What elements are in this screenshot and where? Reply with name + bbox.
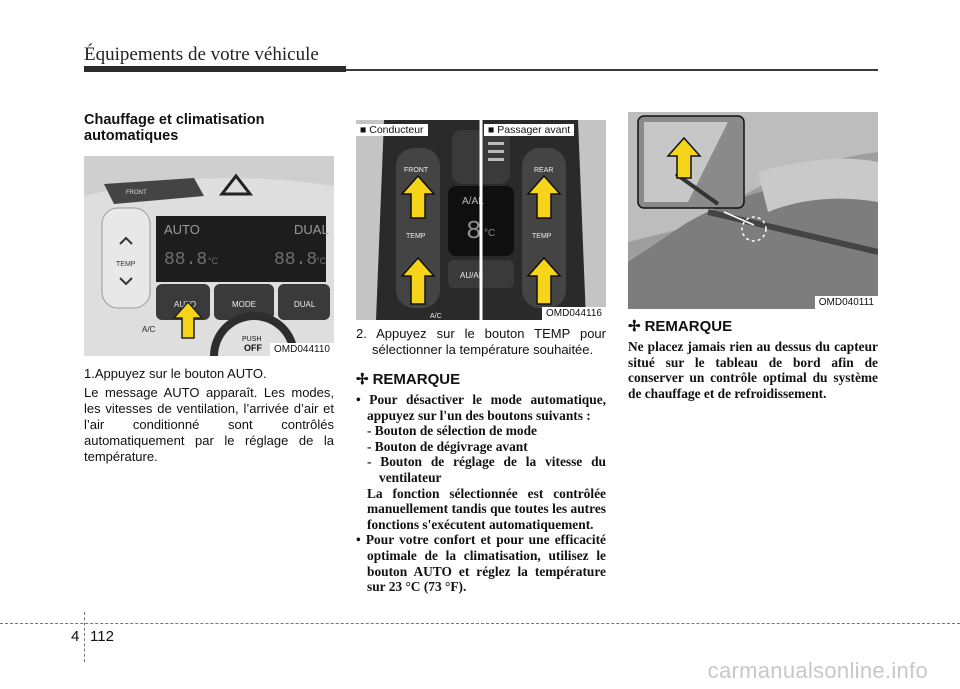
dashboard-sensor-illustration bbox=[628, 112, 878, 309]
display-unit-left: °C bbox=[208, 256, 219, 266]
note-title-text: REMARQUE bbox=[644, 317, 733, 335]
step-1-text: 1.Appuyez sur le bouton AUTO. bbox=[84, 366, 267, 381]
note-title-text: REMARQUE bbox=[372, 370, 461, 388]
ac-label: A/C bbox=[430, 313, 442, 320]
display-temp-left: 88.8 bbox=[164, 250, 207, 270]
section-heading: Chauffage et climatisation automatiques bbox=[84, 112, 265, 144]
column-3: OMD040111 ✢ REMARQUE Ne placez jamais ri… bbox=[628, 112, 878, 401]
footer-divider bbox=[84, 612, 85, 662]
front-label: FRONT bbox=[404, 167, 429, 174]
push-label: PUSH bbox=[242, 336, 261, 343]
climate-panel-illustration: FRONT TEMP AUTO DUAL 88.8 °C 88.8 °C AUT… bbox=[84, 156, 334, 356]
display-auto: AUTO bbox=[164, 222, 200, 237]
sensor-note-text: Ne placez jamais rien au dessus du capte… bbox=[628, 339, 878, 401]
temp-left-label: TEMP bbox=[406, 233, 426, 240]
off-label: OFF bbox=[244, 343, 262, 353]
note-sub-2: - Bouton de dégivrage avant bbox=[367, 438, 528, 454]
dual-button-label: DUAL bbox=[294, 300, 316, 309]
footer-rule bbox=[0, 623, 960, 624]
temp-label: TEMP bbox=[116, 261, 136, 268]
front-label: FRONT bbox=[126, 190, 147, 196]
note-heading: ✢ REMARQUE bbox=[356, 370, 606, 389]
legend-driver: ■ Conducteur bbox=[356, 124, 428, 136]
note-continuation: La fonction sélectionnée est contrôlée m… bbox=[367, 485, 606, 532]
sensor-figure: OMD040111 bbox=[628, 112, 878, 309]
display-temp-right: 88.8 bbox=[274, 250, 317, 270]
display-value: 8 bbox=[466, 216, 482, 246]
display-unit: °C bbox=[484, 228, 495, 239]
header-rule-thin bbox=[346, 69, 878, 71]
page-number: 112 bbox=[90, 628, 114, 645]
legend-passenger: ■ Passager avant bbox=[484, 124, 575, 136]
center-button-label: AU/AL bbox=[460, 271, 484, 280]
auto-description: Le message AUTO apparaît. Les modes, les… bbox=[84, 385, 334, 464]
note-sub-3: - Bouton de réglage de la vitesse du ven… bbox=[367, 454, 606, 485]
display-dual: DUAL bbox=[294, 222, 329, 237]
column-1: Chauffage et climatisation automatiques … bbox=[84, 112, 334, 465]
cross-icon: ✢ bbox=[628, 318, 641, 335]
note-bullet-1: • Pour désactiver le mode automatique, a… bbox=[356, 392, 606, 423]
figure-code: OMD040111 bbox=[814, 296, 878, 309]
temp-buttons-illustration: A/AL 8 °C AU/AL FRONT REAR TEMP TEMP A/C bbox=[356, 120, 606, 320]
figure-code: OMD044116 bbox=[542, 307, 606, 320]
mode-button-label: MODE bbox=[232, 300, 256, 309]
header-rule-thick bbox=[84, 66, 346, 72]
cross-icon: ✢ bbox=[356, 371, 369, 388]
display-unit-right: °C bbox=[316, 256, 327, 266]
step-2-text: 2. Appuyez sur le bouton TEMP pour sélec… bbox=[356, 326, 606, 357]
temp-buttons-figure: A/AL 8 °C AU/AL FRONT REAR TEMP TEMP A/C… bbox=[356, 120, 606, 320]
figure-code: OMD044110 bbox=[270, 343, 334, 356]
climate-panel-figure: FRONT TEMP AUTO DUAL 88.8 °C 88.8 °C AUT… bbox=[84, 156, 334, 356]
column-2: A/AL 8 °C AU/AL FRONT REAR TEMP TEMP A/C… bbox=[356, 120, 606, 595]
note-bullet-2: • Pour votre confort et pour une efficac… bbox=[356, 532, 606, 595]
chapter-number: 4 bbox=[71, 628, 80, 645]
rear-label: REAR bbox=[534, 167, 553, 174]
temp-right-label: TEMP bbox=[532, 233, 552, 240]
note-sub-1: - Bouton de sélection de mode bbox=[367, 423, 537, 439]
page-header-title: Équipements de votre véhicule bbox=[84, 44, 319, 65]
note-heading: ✢ REMARQUE bbox=[628, 317, 878, 336]
watermark: carmanualsonline.info bbox=[707, 658, 928, 683]
display-top: A/AL bbox=[462, 196, 484, 207]
ac-label: A/C bbox=[142, 325, 156, 334]
